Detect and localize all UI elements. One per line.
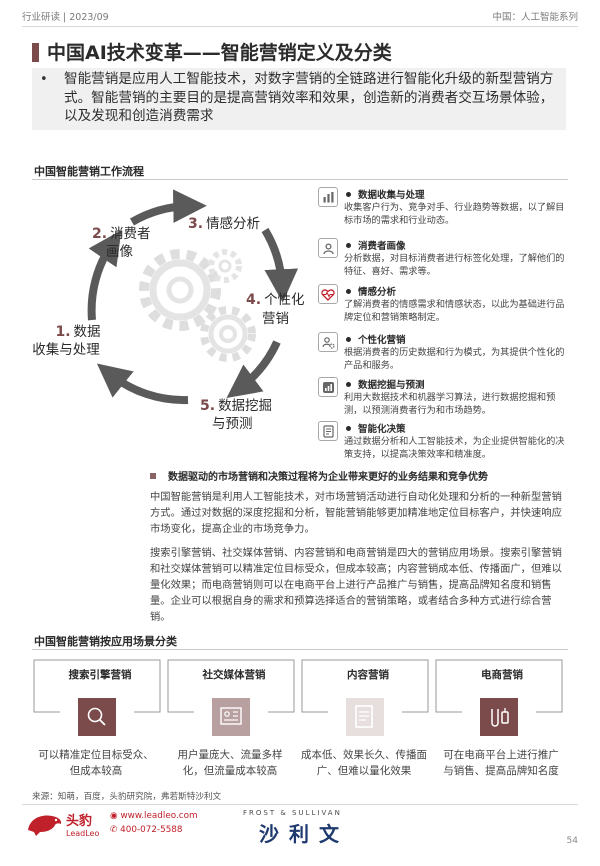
leadleo-logo-en: LeadLeo	[66, 829, 100, 838]
scene-cards	[33, 659, 563, 736]
cycle-step-4-line2: 营销	[262, 311, 289, 327]
scenes-heading: 中国智能营销按应用场景分类	[34, 635, 177, 648]
cycle-step-4: 4.个性化	[246, 292, 305, 308]
partner-logo-en: FROST & SULLIVAN	[243, 809, 342, 817]
report-series-label: 行业研读 | 2023/09	[22, 12, 109, 23]
globe-icon: ◉	[110, 811, 121, 821]
cycle-arrow-3-4	[261, 227, 299, 303]
key-claim: 数据驱动的市场营销和决策过程将为企业带来更好的业务结果和竞争优势	[150, 468, 488, 483]
scene-card-ecommerce	[435, 659, 563, 713]
search-icon	[78, 698, 116, 736]
scene-desc-search: 可以精准定位目标受众、但成本较高	[38, 749, 154, 777]
cycle-step-1-line2: 收集与处理	[32, 342, 100, 358]
cycle-arrow-2-3	[129, 189, 207, 226]
footer-phone: ✆ 400-072-5588	[110, 825, 183, 835]
scene-label-social: 社交媒体营销	[202, 669, 266, 681]
page-number: 54	[566, 836, 578, 846]
intro-text: 智能营销是应用人工智能技术，对数字营销的全链路进行智能化升级的新型营销方式。智能…	[64, 71, 554, 124]
scene-card-content	[301, 659, 429, 713]
heart-pulse-icon	[318, 284, 338, 304]
flow-heading-rule	[32, 179, 568, 180]
user-profile-icon	[318, 238, 338, 258]
user-gear-icon	[318, 332, 338, 352]
cycle-step-2-line2: 画像	[106, 244, 133, 260]
page-title: 中国AI技术变革——智能营销定义及分类	[47, 42, 392, 64]
bar-chart-icon	[318, 187, 338, 207]
data-mining-icon	[318, 377, 338, 397]
gear-icon	[139, 249, 221, 331]
workflow-cycle-diagram: 1.数据 收集与处理 2.消费者 画像 3.情感分析 4.个性化 营销 5.数据…	[32, 189, 305, 432]
scene-desc-social: 用户量庞大、流量多样化，但流量成本较高	[177, 749, 283, 777]
scene-label-content: 内容营销	[347, 669, 389, 681]
claim-bullet-icon	[150, 473, 156, 479]
gear-icon	[208, 249, 242, 283]
cycle-step-5: 5.数据挖掘	[200, 398, 272, 414]
intro-bullet: •	[40, 72, 48, 87]
footer-divider	[22, 804, 578, 805]
decision-doc-icon	[318, 421, 338, 441]
leadleo-logo-text: 头豹	[66, 814, 93, 829]
cycle-arrow-4-5	[226, 340, 281, 399]
flow-heading: 中国智能营销工作流程	[34, 165, 144, 178]
cycle-step-1: 1.数据	[55, 324, 100, 340]
cycle-arrow-5-1	[96, 363, 189, 405]
footer-website: ◉ www.leadleo.com	[110, 811, 198, 821]
cycle-step-2: 2.消费者	[92, 226, 151, 242]
scenes-heading-rule	[32, 649, 568, 650]
cycle-step-5-line2: 与预测	[212, 416, 253, 432]
partner-logo-cn: 沙利文	[259, 822, 349, 846]
title-accent-bar	[32, 43, 39, 62]
scene-label-search: 搜索引擎营销	[68, 669, 132, 681]
scene-label-ecommerce: 电商营销	[481, 669, 523, 681]
social-media-icon	[212, 698, 250, 736]
cycle-step-3: 3.情感分析	[188, 215, 260, 232]
scene-desc-ecommerce: 可在电商平台上进行推广与销售、提高品牌知名度	[443, 749, 559, 777]
scene-desc-content: 成本低、效果长久、传播面广、但难以量化效果	[301, 749, 427, 777]
scene-card-social	[167, 659, 295, 713]
paragraph-scenarios: 搜索引擎营销、社交媒体营销、内容营销和电商营销是四大的营销应用场景。搜索引擎营销…	[150, 547, 562, 623]
scene-card-search	[33, 659, 161, 713]
header-divider	[22, 26, 578, 27]
document-icon	[346, 698, 384, 736]
paragraph-definition: 中国智能营销是利用人工智能技术，对市场营销活动进行自动化处理和分析的一种新型营销…	[150, 491, 562, 535]
cycle-arrow-1-2	[87, 230, 122, 321]
gear-icon	[200, 306, 256, 362]
phone-icon: ✆	[110, 825, 121, 835]
intro-box	[32, 68, 566, 130]
source-note: 来源：知萌，百度，头豹研究院，弗若斯特沙利文	[32, 792, 222, 802]
ecommerce-icon	[480, 698, 518, 736]
leadleo-leopard-icon	[28, 815, 62, 836]
report-topic-label: 中国：人工智能系列	[492, 12, 578, 23]
